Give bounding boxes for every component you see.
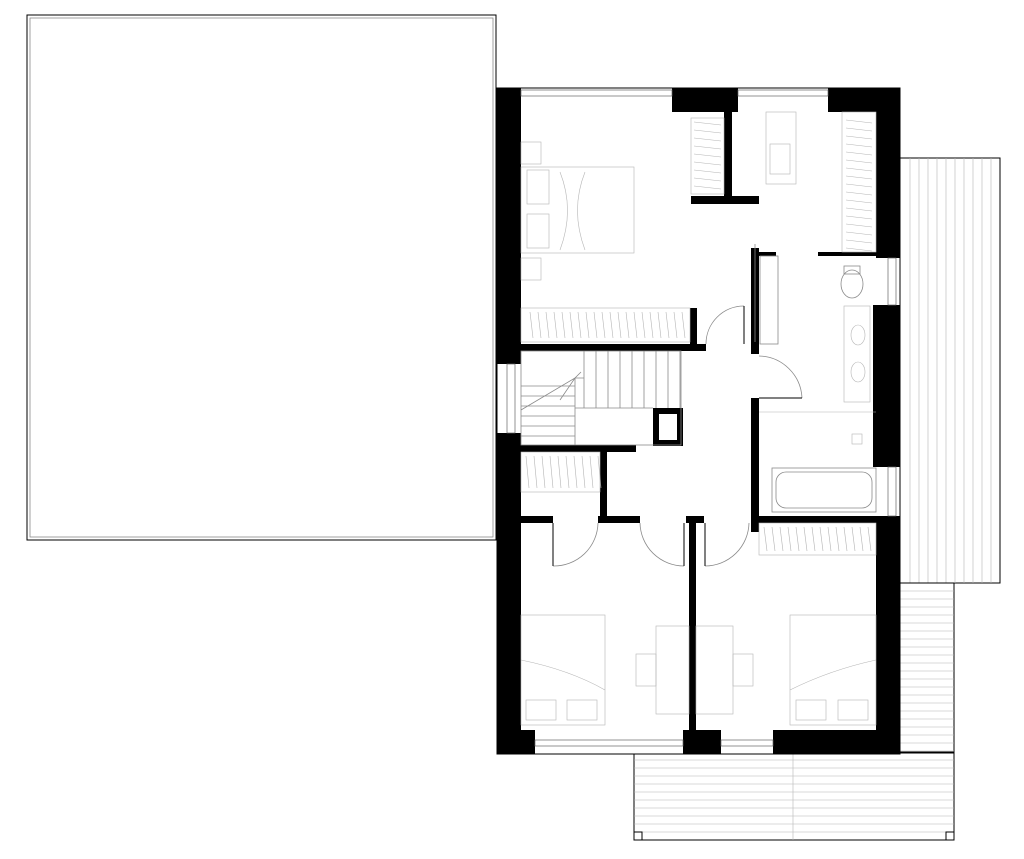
hatch-line (693, 121, 722, 126)
hatch-line (625, 311, 630, 339)
hatch-line (649, 311, 654, 339)
hatch-line (681, 311, 686, 339)
hatch-line (771, 526, 776, 552)
hatch-line (845, 239, 873, 244)
hatch-line (541, 455, 546, 489)
hatch-line (843, 526, 848, 552)
hatch-line (589, 455, 594, 489)
hatch-line (845, 135, 873, 140)
doors (552, 244, 803, 567)
hatch-line (827, 526, 832, 552)
hatch-line (859, 526, 864, 552)
hatch-line (549, 455, 554, 489)
bathroom-fixtures (759, 265, 877, 513)
hatch-line (811, 526, 816, 552)
hatch-line (597, 455, 602, 489)
hatch-line (533, 455, 538, 489)
hatch-line (845, 215, 873, 220)
hatch-line (565, 455, 570, 489)
windows (506, 89, 897, 747)
hatch-line (561, 311, 566, 339)
hatch-line (537, 311, 542, 339)
closet-middle (520, 451, 602, 493)
hatch-line (693, 185, 722, 190)
hatch-line (693, 177, 722, 182)
staircase (520, 350, 682, 446)
hatch-line (529, 311, 534, 339)
hatch-line (845, 231, 873, 236)
hatch-line (557, 455, 562, 489)
hatch-line (819, 526, 824, 552)
hatch-line (845, 247, 873, 252)
hatch-line (693, 145, 722, 150)
hatch-line (845, 199, 873, 204)
hatch-line (657, 311, 662, 339)
hatch-line (795, 526, 800, 552)
hatch-line (845, 119, 873, 124)
hatch-line (693, 129, 722, 134)
hatch-line (779, 526, 784, 552)
hatch-line (633, 311, 638, 339)
hatch-line (665, 311, 670, 339)
hatch-line (835, 526, 840, 552)
hatch-line (601, 311, 606, 339)
hatch-line (581, 455, 586, 489)
hatch-line (845, 183, 873, 188)
hatch-line (641, 311, 646, 339)
hatch-line (845, 127, 873, 132)
hatch-line (545, 311, 550, 339)
hatch-line (803, 526, 808, 552)
exterior-walls (496, 87, 901, 755)
bedroom-3-furniture (695, 522, 877, 726)
hatch-line (553, 311, 558, 339)
bedroom-2-furniture (520, 614, 690, 726)
study-furniture (690, 111, 877, 253)
hatch-line (693, 153, 722, 158)
hatch-line (845, 159, 873, 164)
hatch-line (673, 311, 678, 339)
hatch-line (617, 311, 622, 339)
bedroom-1-furniture (520, 141, 691, 343)
hatch-line (787, 526, 792, 552)
hatch-line (585, 311, 590, 339)
hatch-line (763, 526, 768, 552)
side-deck (899, 157, 1001, 584)
hatch-line (845, 207, 873, 212)
hatch-line (851, 526, 856, 552)
hatch-line (845, 191, 873, 196)
hatch-line (593, 311, 598, 339)
hatch-line (573, 455, 578, 489)
hatch-line (845, 175, 873, 180)
hatch-line (693, 161, 722, 166)
hatch-line (693, 137, 722, 142)
hatch-line (577, 311, 582, 339)
hatch-line (525, 455, 530, 489)
adjacent-roof-outline (26, 14, 497, 541)
hatch-line (845, 143, 873, 148)
hatch-line (693, 169, 722, 174)
hatch-line (867, 526, 872, 552)
hatch-line (845, 151, 873, 156)
front-terrace (633, 582, 955, 841)
hatch-line (845, 167, 873, 172)
hatch-line (845, 223, 873, 228)
hatch-line (569, 311, 574, 339)
hatch-line (609, 311, 614, 339)
